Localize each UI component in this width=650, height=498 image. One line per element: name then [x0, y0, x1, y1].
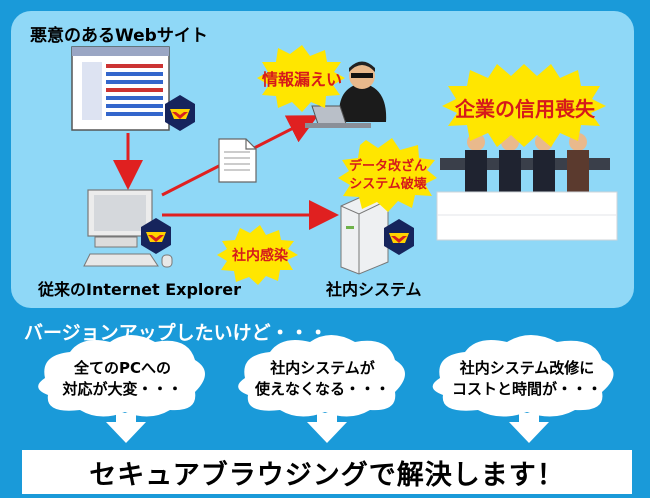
concern-3-line-1: 社内システム改修に [459, 359, 595, 377]
solution-banner: セキュアブラウジングで解決します！ [22, 450, 632, 494]
document-icon [218, 138, 257, 183]
virus-badge-icon [141, 218, 171, 254]
server-icon [340, 192, 389, 275]
down-arrow [307, 413, 347, 443]
info-leak-text: 情報漏えい [262, 70, 343, 89]
virus-badge-icon [384, 219, 414, 255]
internal-infection-text: 社内感染 [232, 248, 288, 264]
malicious-site-window-icon [71, 46, 170, 131]
virus-badge-icon [165, 95, 195, 131]
concern-text-3: 社内システム改修に コストと時間が・・・ [444, 358, 610, 400]
tamper-line-1: データ改ざん [348, 159, 427, 174]
malicious-site-label: 悪意のあるWebサイト [30, 26, 208, 46]
legacy-ie-label: 従来のInternet Explorer [38, 280, 242, 299]
concern-2-line-2: 使えなくなる・・・ [255, 380, 391, 398]
burst-internal-infection [217, 225, 298, 285]
concern-cloud [432, 335, 614, 417]
concern-cloud [238, 335, 405, 417]
tamper-text: データ改ざん システム破壊 [345, 158, 431, 194]
apologizing-executives-illustration [436, 133, 618, 241]
concern-text-1: 全てのPCへの 対応が大変・・・ [55, 358, 190, 400]
burst-info-leak [257, 45, 345, 112]
burst-trust-loss [442, 64, 606, 147]
concern-1-line-2: 対応が大変・・・ [62, 380, 183, 398]
down-arrow [509, 413, 549, 443]
burst-data-tamper [338, 138, 437, 212]
concern-3-line-2: コストと時間が・・・ [451, 380, 602, 398]
trust-loss-text: 企業の信用喪失 [455, 97, 595, 121]
hacker-icon [305, 61, 387, 128]
concern-cloud [38, 335, 205, 417]
concern-2-line-1: 社内システムが [270, 359, 375, 377]
tamper-line-2: システム破壊 [349, 177, 427, 192]
internal-system-label: 社内システム [326, 280, 422, 299]
concern-1-line-1: 全てのPCへの [73, 359, 171, 377]
down-arrow [106, 413, 146, 443]
concern-text-2: 社内システムが 使えなくなる・・・ [255, 358, 390, 400]
question-heading: バージョンアップしたいけど・・・ [24, 322, 328, 344]
